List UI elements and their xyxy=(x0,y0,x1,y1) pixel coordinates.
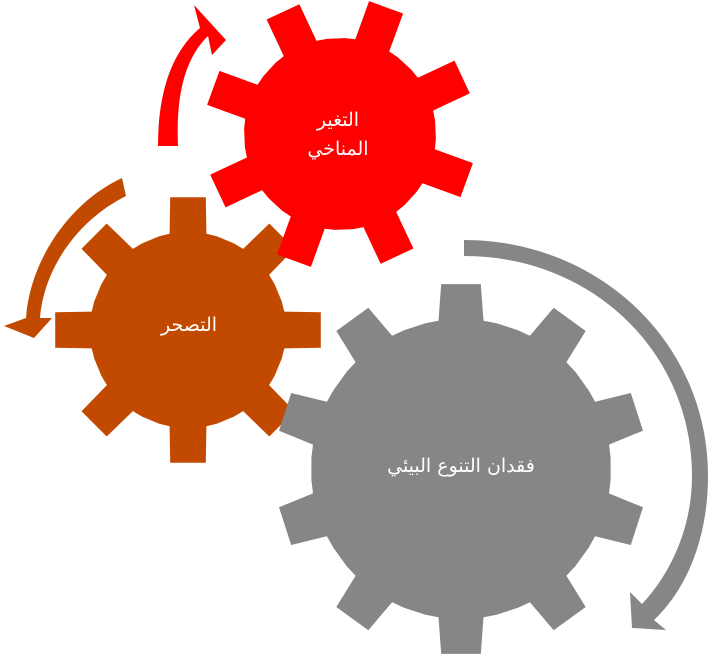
biodiversity-loss-gear-icon xyxy=(279,284,643,654)
biodiversity-cycle-arrow xyxy=(464,240,708,630)
climate-change-label-line-1: التغير xyxy=(316,109,359,131)
desertification-label: التصحر xyxy=(160,314,217,336)
desertification-gear-icon xyxy=(55,197,321,463)
climate-cycle-arrow xyxy=(158,5,226,146)
climate-change-label-line-2: المناخي xyxy=(307,138,368,160)
desertification-cycle-arrow xyxy=(4,178,126,338)
climate-change-gear-icon xyxy=(207,1,473,267)
biodiversity-loss-label: فقدان التنوع البيئي xyxy=(387,455,535,477)
